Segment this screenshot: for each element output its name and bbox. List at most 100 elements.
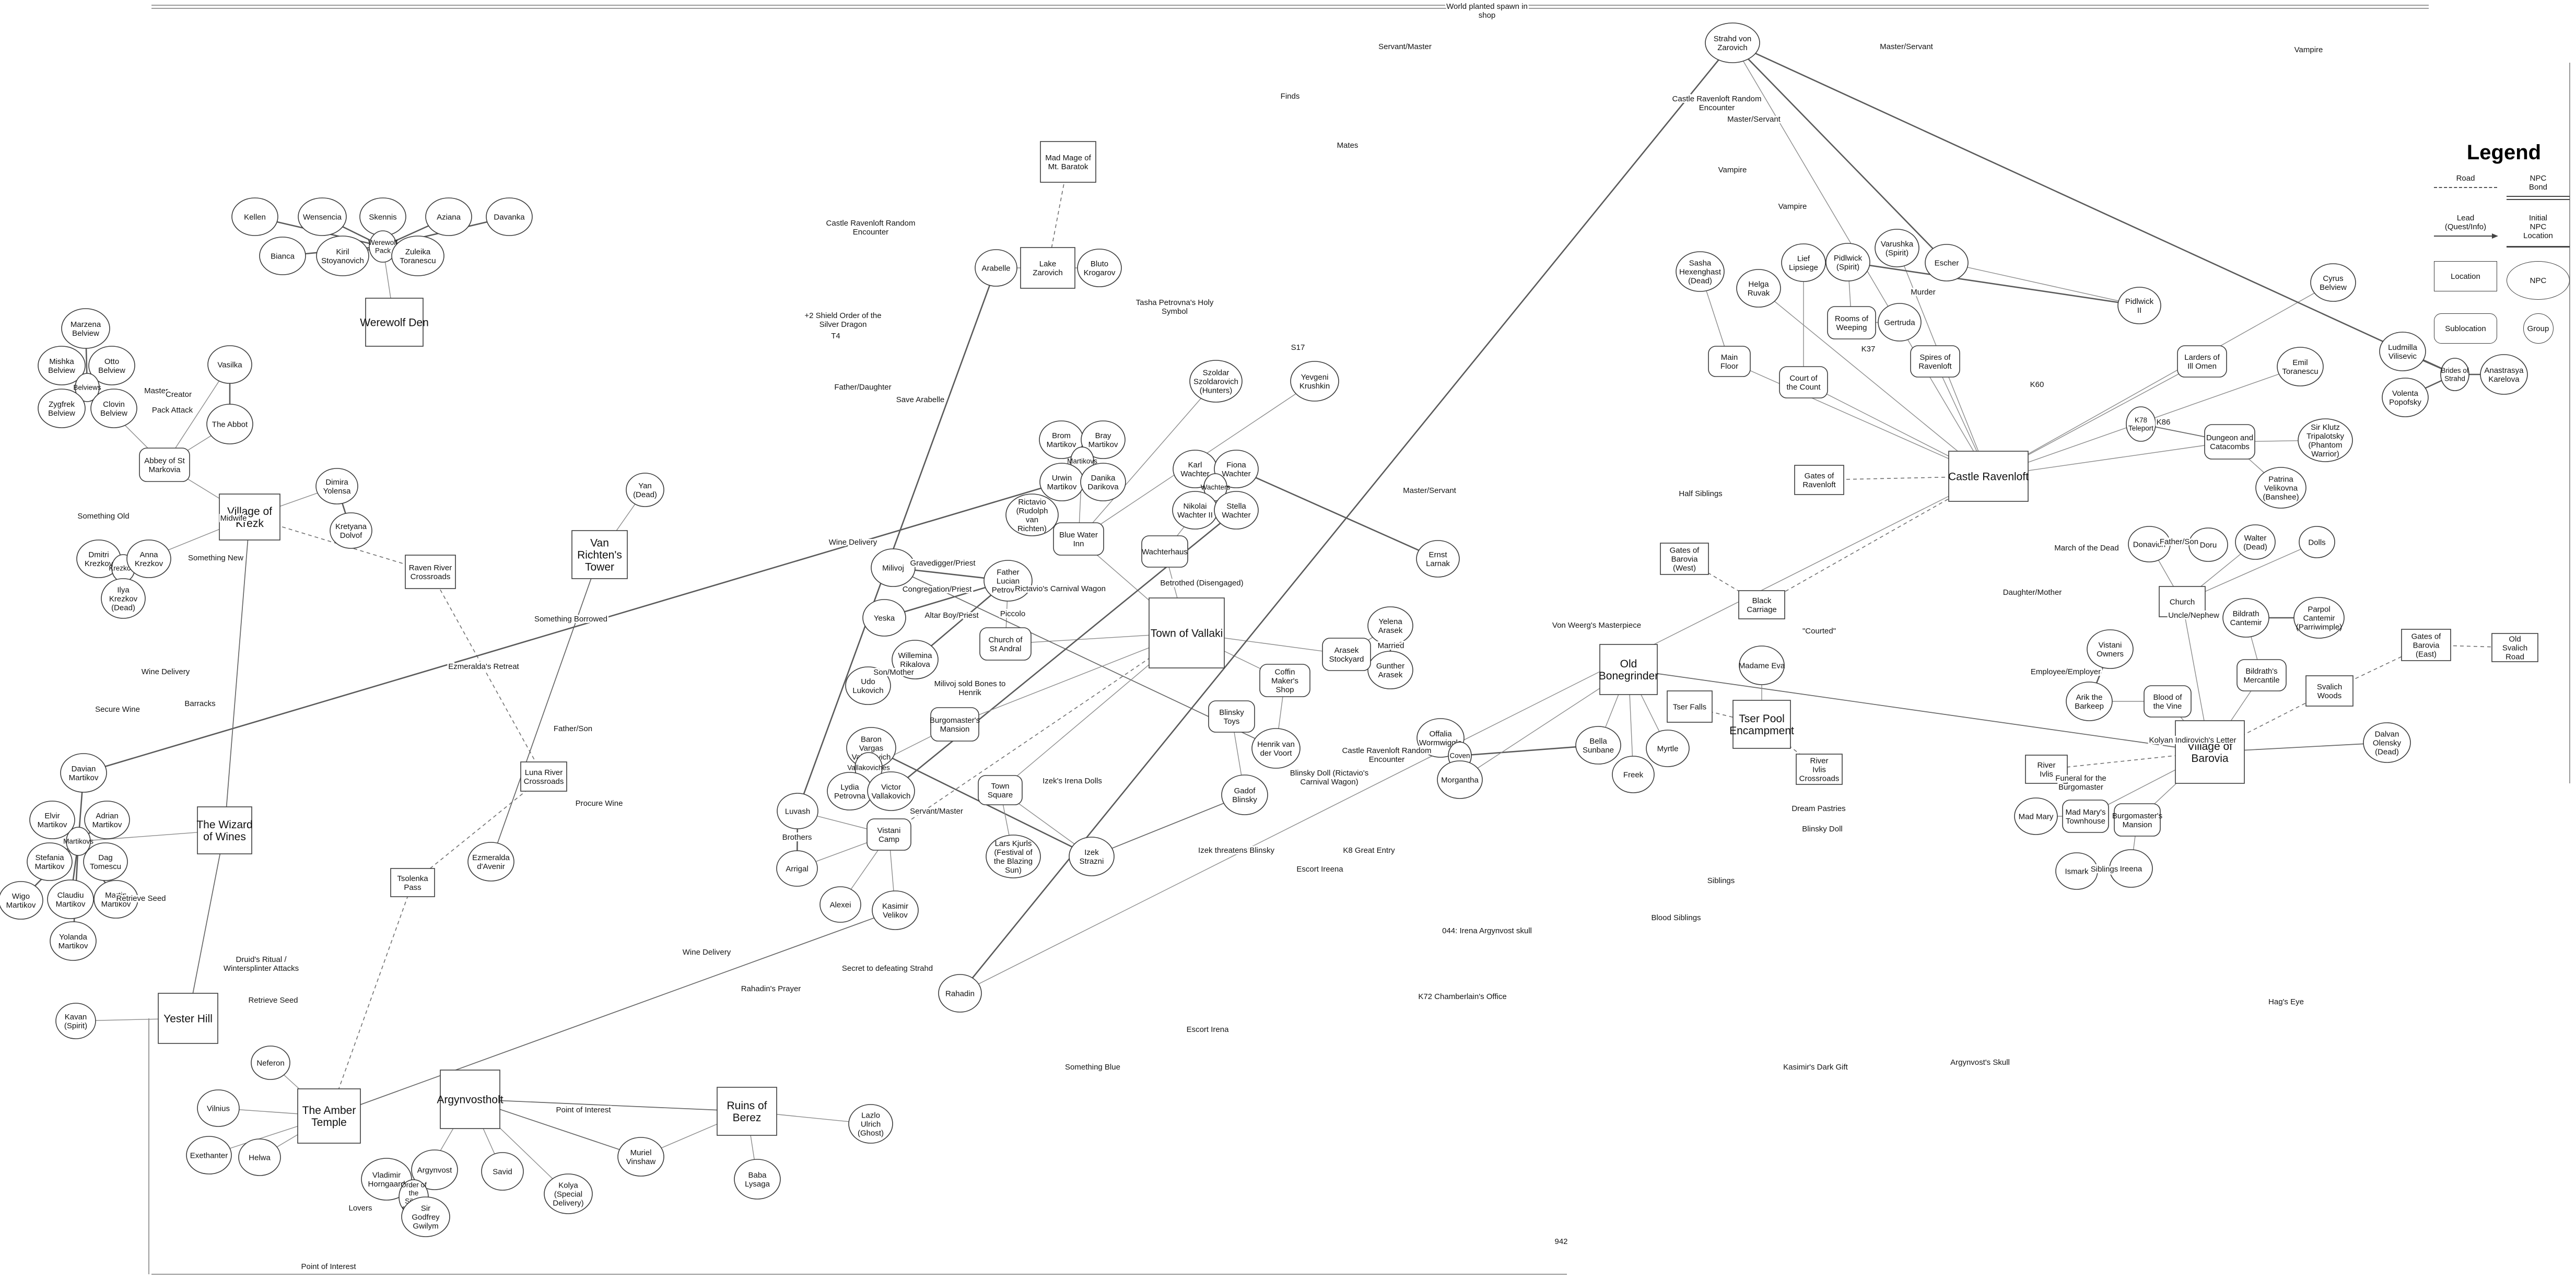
node-vilnius[interactable]: Vilnius [197,1089,240,1127]
node-argynvostD[interactable]: Argynvost [411,1149,458,1190]
node-vallaki[interactable]: Town of Vallaki [1149,597,1225,668]
node-bianca[interactable]: Bianca [259,237,306,275]
node-neferon[interactable]: Neferon [251,1046,290,1080]
node-aziana[interactable]: Aziana [425,197,472,236]
node-madameeva[interactable]: Madame Eva [1739,645,1785,685]
node-martikovsW[interactable]: Martikovs [63,827,93,856]
node-abbot[interactable]: The Abbot [206,404,253,444]
node-arabelle[interactable]: Arabelle [975,249,1017,287]
node-davanka[interactable]: Davanka [486,197,533,236]
node-yesterhill[interactable]: Yester Hill [158,993,218,1044]
node-wden[interactable]: Werewolf Den [360,298,429,347]
node-kellen[interactable]: Kellen [231,197,278,236]
node-donavich[interactable]: Donavich [2128,526,2171,562]
node-kavan[interactable]: Kavan(Spirit) [55,1003,96,1039]
node-wachtersG[interactable]: Wachters [1201,473,1231,501]
node-pidlwickS[interactable]: Pidlwick(Spirit) [1825,243,1870,281]
node-castleR[interactable]: Castle Ravenloft [1948,451,2029,502]
node-exethanter[interactable]: Exethanter [186,1136,232,1175]
node-ismark[interactable]: Ismark [2055,852,2098,890]
node-yeska[interactable]: Yeska [862,599,906,637]
node-argynvostholt[interactable]: Argynvostholt [437,1070,504,1129]
node-wensencia[interactable]: Wensencia [298,197,347,236]
node-alexei[interactable]: Alexei [819,886,861,923]
node-skennis[interactable]: Skennis [359,197,406,236]
node-church2[interactable]: Church [2159,586,2206,617]
node-vasilka[interactable]: Vasilka [207,345,252,384]
